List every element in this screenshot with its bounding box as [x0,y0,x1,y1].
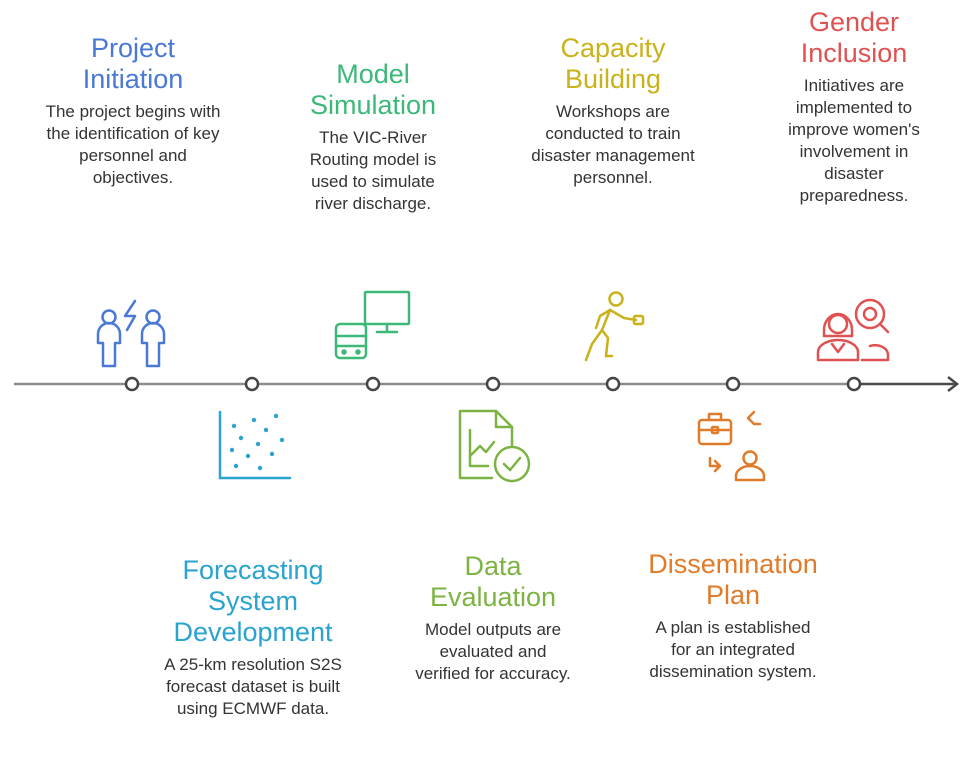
step-capacity-building: Capacity Building Workshops are conducte… [513,33,713,189]
timeline-node [725,376,741,392]
step-description: The project begins with the identificati… [45,102,221,187]
timeline-node [605,376,621,392]
step-project-initiation: Project Initiation The project begins wi… [33,33,233,189]
step-title: Dissemination Plan [648,549,818,610]
step-gender-inclusion: Gender Inclusion Initiatives are impleme… [754,7,954,207]
step-description: Initiatives are implemented to improve w… [788,76,920,205]
trainer-running-icon [584,291,645,362]
timeline-node [124,376,140,392]
timeline-node [244,376,260,392]
team-lightning-icon [96,299,166,368]
briefcase-exchange-icon [697,410,766,482]
step-description: Model outputs are evaluated and verified… [415,620,571,683]
women-search-icon [816,298,890,362]
step-description: A plan is established for an integrated … [649,618,817,681]
step-title: Gender Inclusion [800,7,908,68]
step-dissemination: Dissemination Plan A plan is established… [623,549,843,683]
step-title: Project Initiation [82,33,184,94]
step-title: Data Evaluation [429,551,557,612]
scatter-plot-icon [218,410,292,480]
computer-server-icon [334,290,411,360]
step-description: Workshops are conducted to train disaste… [531,102,695,187]
step-title: Model Simulation [309,59,437,120]
timeline-arrowhead [947,376,960,392]
document-chart-check-icon [458,409,531,483]
step-title: Capacity Building [560,33,666,94]
timeline-node [846,376,862,392]
step-model-simulation: Model Simulation The VIC-River Routing m… [273,59,473,215]
step-title: Forecasting System Development [173,555,333,647]
timeline-node [485,376,501,392]
step-description: A 25-km resolution S2S forecast dataset … [164,655,342,718]
timeline-node [365,376,381,392]
step-description: The VIC-River Routing model is used to s… [309,128,437,213]
step-forecasting: Forecasting System Development A 25-km r… [143,555,363,720]
step-data-evaluation: Data Evaluation Model outputs are evalua… [393,551,593,685]
